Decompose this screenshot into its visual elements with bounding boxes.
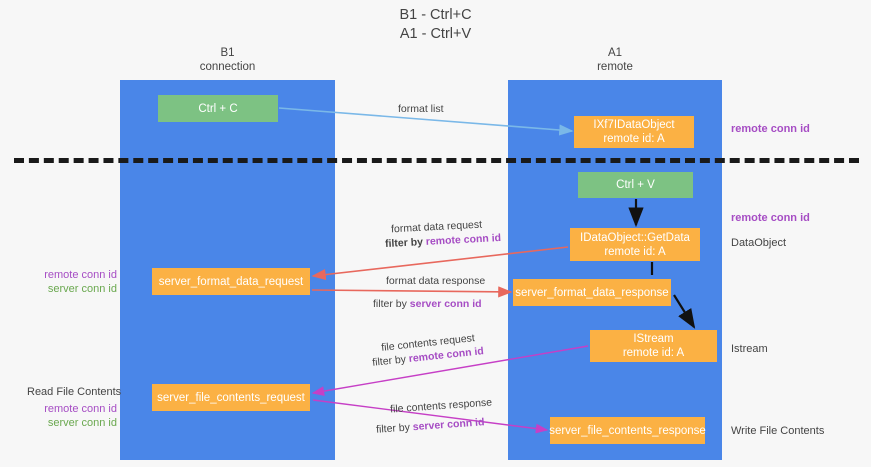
connector-label-format-list: format list xyxy=(398,103,444,115)
annotation-remote-conn-id-top: remote conn id xyxy=(731,123,810,135)
fd-res-filter-prefix: filter by xyxy=(373,298,410,310)
phase-divider xyxy=(14,158,859,163)
annotation-istream: Istream xyxy=(731,343,768,355)
node-sfd-response-label: server_format_data_response xyxy=(515,286,669,299)
node-idataobject[interactable]: IXf7IDataObject remote id: A xyxy=(574,116,694,148)
fd-req-filter-key: remote conn id xyxy=(425,231,502,248)
node-server-format-data-request[interactable]: server_format_data_request xyxy=(152,268,310,295)
connector-label-file-contents-response-filter: filter by server conn id xyxy=(376,415,485,437)
connector-label-file-contents-response: file contents response xyxy=(389,396,493,416)
annotation-write-file-contents: Write File Contents xyxy=(731,425,825,437)
swimlane-b1-header: B1 connection xyxy=(120,46,335,74)
node-ctrl-c[interactable]: Ctrl + C xyxy=(158,95,278,122)
node-sfc-response-label: server_file_contents_response xyxy=(549,424,706,437)
annotation-left-mid-remote: remote conn id xyxy=(44,269,117,281)
annotation-dataobject: DataObject xyxy=(731,237,787,249)
page-title: B1 - Ctrl+C A1 - Ctrl+V xyxy=(0,6,871,44)
swimlane-b1-name: B1 xyxy=(220,47,235,59)
node-idataobject-getdata[interactable]: IDataObject::GetData remote id: A xyxy=(570,228,700,261)
fc-res-filter-prefix: filter by xyxy=(375,421,414,436)
annotation-left-mid-server: server conn id xyxy=(47,283,117,295)
swimlane-b1-role: connection xyxy=(199,61,256,73)
node-ctrl-v-label: Ctrl + V xyxy=(616,179,655,191)
node-idataobject-sub: remote id: A xyxy=(603,133,665,145)
node-istream[interactable]: IStream remote id: A xyxy=(590,330,717,362)
annotation-read-file-contents: Read File Contents xyxy=(27,386,122,398)
annotation-left-middle: remote conn id server conn id xyxy=(22,268,117,296)
node-server-file-contents-response[interactable]: server_file_contents_response xyxy=(549,417,706,444)
node-server-format-data-response[interactable]: server_format_data_response xyxy=(513,279,671,306)
fd-res-filter-key: server conn id xyxy=(409,298,482,310)
annotation-left-bottom: remote conn id server conn id xyxy=(22,402,117,430)
node-istream-label: IStream xyxy=(633,333,674,345)
node-idataobject-label: IXf7IDataObject xyxy=(593,119,675,131)
title-line-2: A1 - Ctrl+V xyxy=(399,26,472,42)
fc-res-filter-key: server conn id xyxy=(412,416,485,434)
title-line-1: B1 - Ctrl+C xyxy=(399,7,472,23)
annotation-left-bot-server: server conn id xyxy=(47,417,117,429)
connector-label-format-data-response-filter: filter by server conn id xyxy=(373,297,482,311)
node-ctrl-c-label: Ctrl + C xyxy=(198,102,238,115)
swimlane-a1-header: A1 remote xyxy=(508,46,722,74)
connector-label-format-data-response: format data response xyxy=(386,275,486,287)
swimlane-a1-role: remote xyxy=(597,61,633,73)
node-server-file-contents-request[interactable]: server_file_contents_request xyxy=(152,384,310,411)
swimlane-a1-name: A1 xyxy=(607,47,623,59)
node-getdata-label: IDataObject::GetData xyxy=(580,231,690,244)
annotation-remote-conn-id-mid: remote conn id xyxy=(731,212,810,224)
fd-req-filter-prefix: filter by xyxy=(384,235,427,251)
fc-req-filter-prefix: filter by xyxy=(371,353,410,369)
annotation-left-bot-remote: remote conn id xyxy=(44,403,117,415)
node-sfd-request-label: server_format_data_request xyxy=(158,275,304,288)
node-getdata-sub: remote id: A xyxy=(604,245,666,258)
node-istream-sub: remote id: A xyxy=(622,347,685,359)
node-sfc-request-label: server_file_contents_request xyxy=(157,391,305,404)
node-ctrl-v[interactable]: Ctrl + V xyxy=(578,172,693,198)
